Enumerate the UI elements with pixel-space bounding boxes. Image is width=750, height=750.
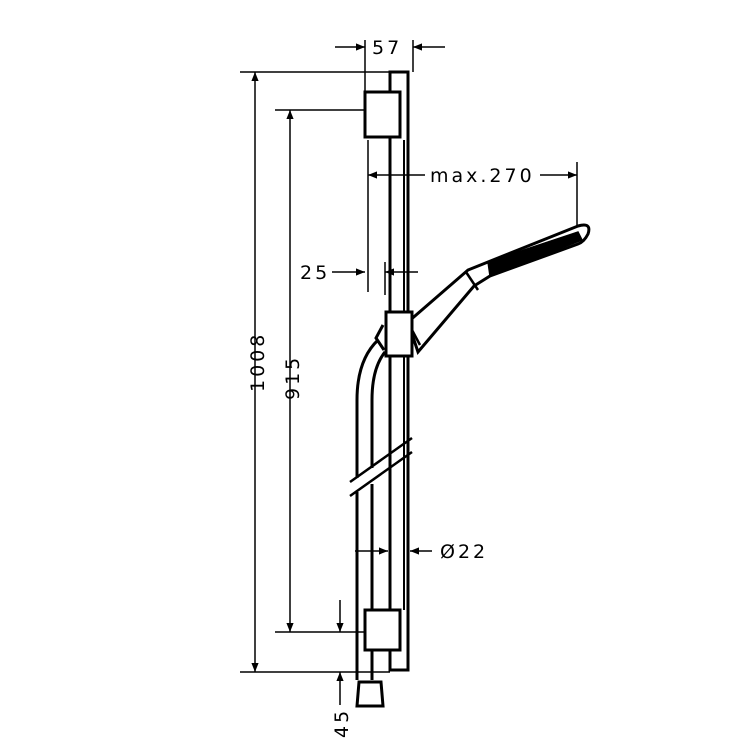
hose: [349, 338, 413, 680]
dimension-25: 25: [300, 262, 330, 284]
shower-holder: [374, 310, 414, 358]
dimension-915: 915: [282, 355, 304, 400]
dimension-max-270: max.270: [430, 165, 535, 187]
bottom-wall-bracket: [363, 608, 402, 652]
dimension-45: 45: [331, 708, 353, 738]
dimension-57: 57: [372, 37, 402, 59]
top-wall-bracket: [363, 90, 402, 139]
dimension-diameter-22: Ø22: [440, 541, 488, 563]
dimension-lines: [240, 40, 578, 705]
rail: [388, 70, 410, 672]
hose-connector: [355, 680, 385, 708]
hand-shower: [406, 223, 591, 356]
dimension-1008: 1008: [247, 332, 269, 392]
